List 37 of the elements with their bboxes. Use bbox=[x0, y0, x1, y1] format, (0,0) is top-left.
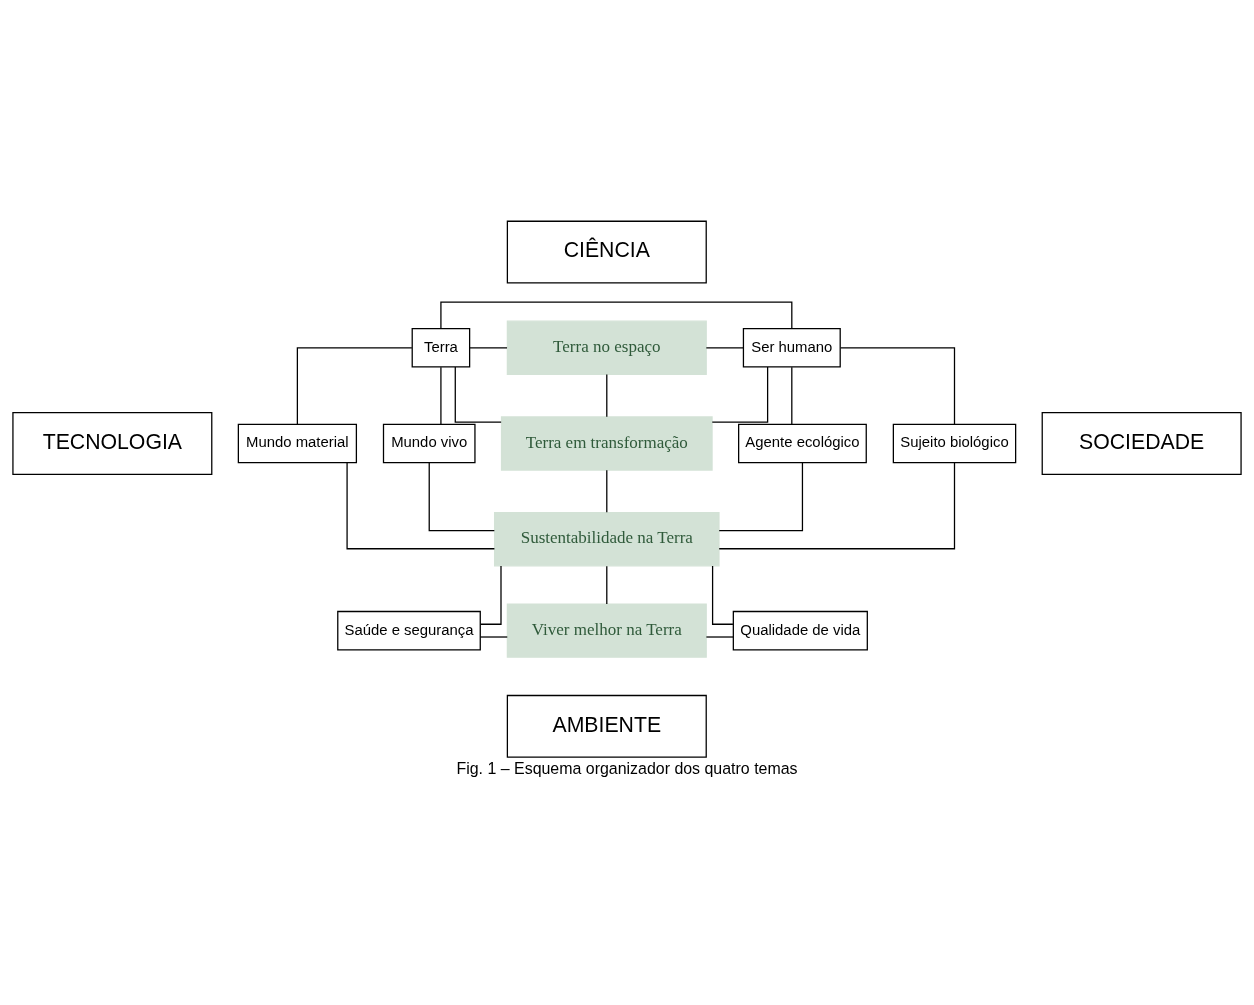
connector bbox=[711, 366, 769, 423]
connector bbox=[469, 347, 508, 349]
connector bbox=[705, 347, 744, 349]
connector bbox=[454, 366, 502, 423]
node-box: Terra no espaço bbox=[506, 320, 707, 375]
connector bbox=[428, 462, 495, 532]
connector bbox=[440, 366, 442, 425]
connector bbox=[711, 565, 734, 625]
connector bbox=[840, 347, 956, 425]
connector bbox=[705, 636, 734, 638]
node-box: Viver melhor na Terra bbox=[506, 603, 707, 658]
connector bbox=[606, 373, 608, 418]
caption: Fig. 1 – Esquema organizador dos quatro temas bbox=[456, 760, 798, 778]
connector bbox=[718, 462, 804, 532]
node-box: Ser humano bbox=[742, 328, 841, 368]
node-box: Sujeito biológico bbox=[892, 423, 1017, 464]
node-box: Qualidade de vida bbox=[732, 610, 868, 651]
connector bbox=[479, 636, 508, 638]
connector bbox=[791, 366, 793, 425]
node-box: Terra bbox=[411, 328, 471, 368]
node-box: Saúde e segurança bbox=[337, 610, 481, 651]
node-box: CIÊNCIA bbox=[506, 220, 707, 284]
connector bbox=[440, 301, 793, 329]
connector bbox=[606, 565, 608, 605]
node-box: Mundo vivo bbox=[382, 423, 476, 464]
node-box: Agente ecológico bbox=[738, 423, 867, 464]
node-box: Mundo material bbox=[237, 423, 358, 464]
connector bbox=[606, 469, 608, 513]
node-box: Terra em transformação bbox=[500, 416, 713, 471]
node-box: AMBIENTE bbox=[506, 694, 707, 758]
node-box: SOCIEDADE bbox=[1041, 412, 1242, 475]
node-box: Sustentabilidade na Terra bbox=[494, 511, 720, 567]
connector bbox=[296, 347, 413, 425]
connector bbox=[479, 565, 502, 625]
node-box: TECNOLOGIA bbox=[12, 412, 213, 475]
connector bbox=[718, 462, 956, 550]
connector bbox=[346, 462, 496, 550]
